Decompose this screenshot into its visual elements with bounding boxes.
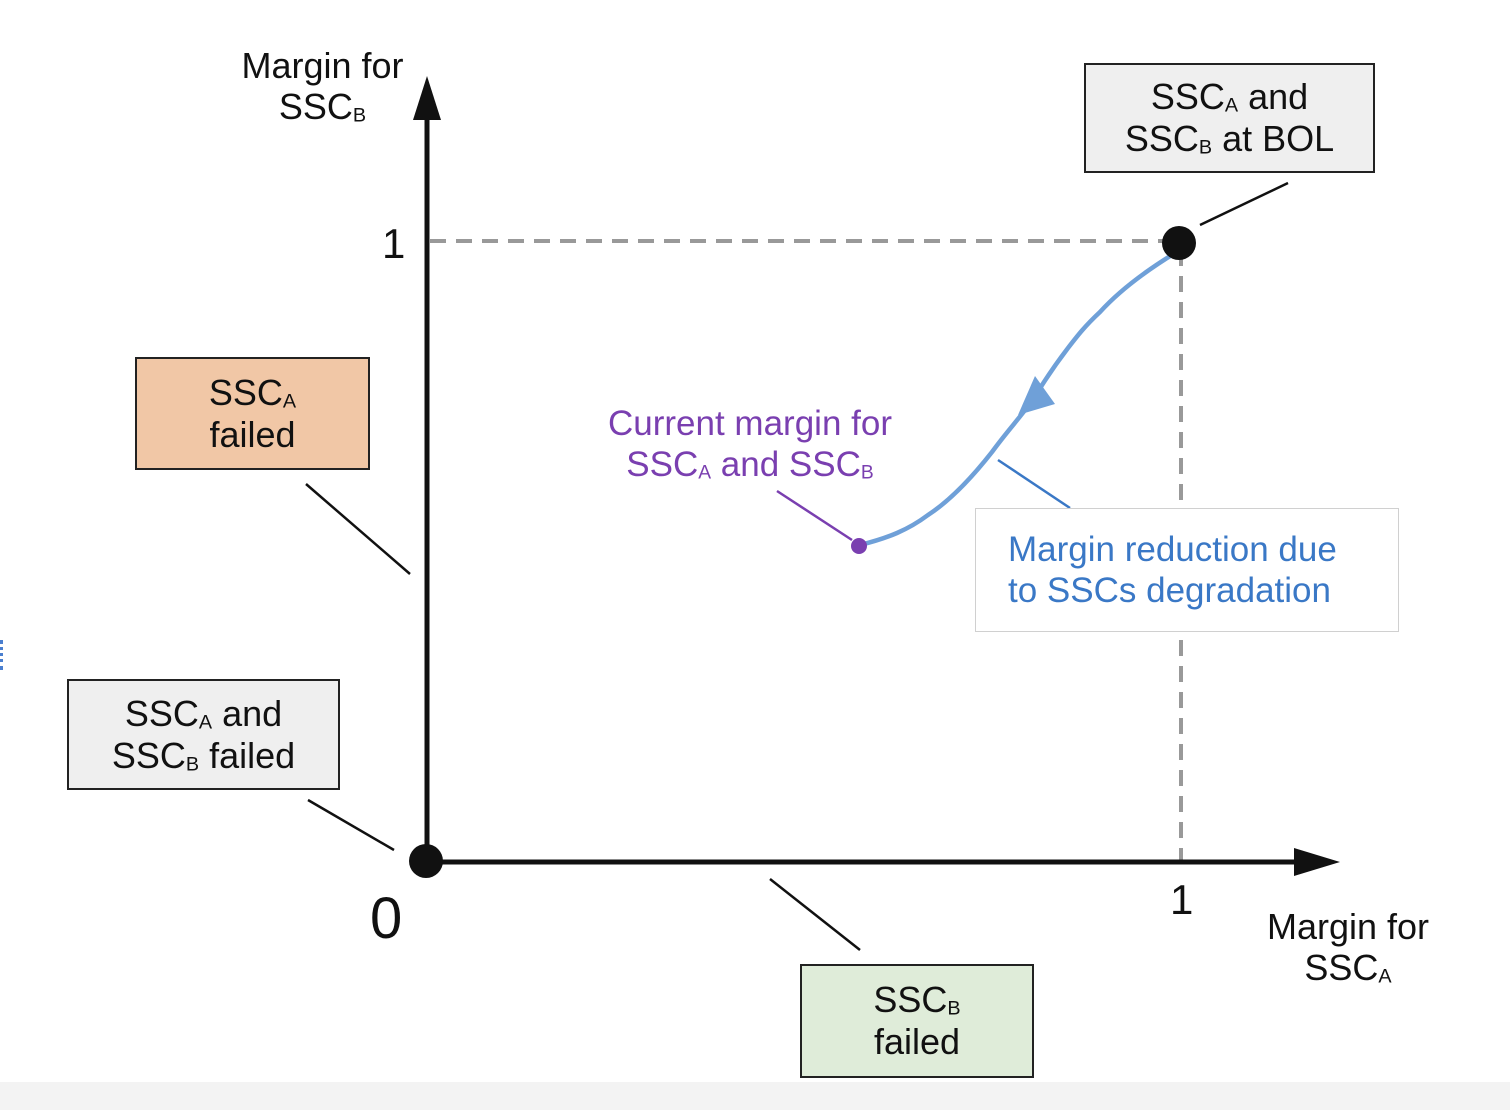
current-margin-point (851, 538, 867, 554)
bol-box: SSCA and SSCB at BOL (1084, 63, 1375, 173)
reduction-leader-line (997, 458, 1071, 510)
current-margin-label: Current margin for SSCA and SSCB (608, 404, 892, 484)
bol-point (1162, 226, 1196, 260)
origin-point (409, 844, 443, 878)
origin-label: 0 (370, 886, 403, 951)
current-margin-leader-line (776, 489, 853, 542)
both-failed-leader-line (307, 798, 395, 852)
reduction-box: Margin reduction due to SSCs degradation (975, 508, 1399, 632)
x-axis-title: Margin for SSCA (1266, 906, 1430, 988)
y-axis-title: Margin for SSCB (241, 45, 404, 127)
b-failed-leader-line (769, 878, 861, 951)
both-failed-box: SSCA and SSCB failed (67, 679, 340, 790)
degradation-arrowhead (1018, 376, 1055, 415)
bol-leader-line (1199, 181, 1289, 227)
degradation-path (857, 247, 1183, 548)
y-axis-arrowhead (413, 76, 441, 120)
b-failed-box: SSCB failed (800, 964, 1034, 1078)
bottom-band (0, 1082, 1510, 1110)
a-failed-leader-line (305, 483, 411, 575)
a-failed-box: SSCA failed (135, 357, 370, 470)
x-axis-arrowhead (1294, 848, 1340, 876)
x-tick-1: 1 (1170, 876, 1194, 923)
y-tick-1: 1 (382, 220, 406, 267)
left-edge-mark (0, 640, 7, 670)
